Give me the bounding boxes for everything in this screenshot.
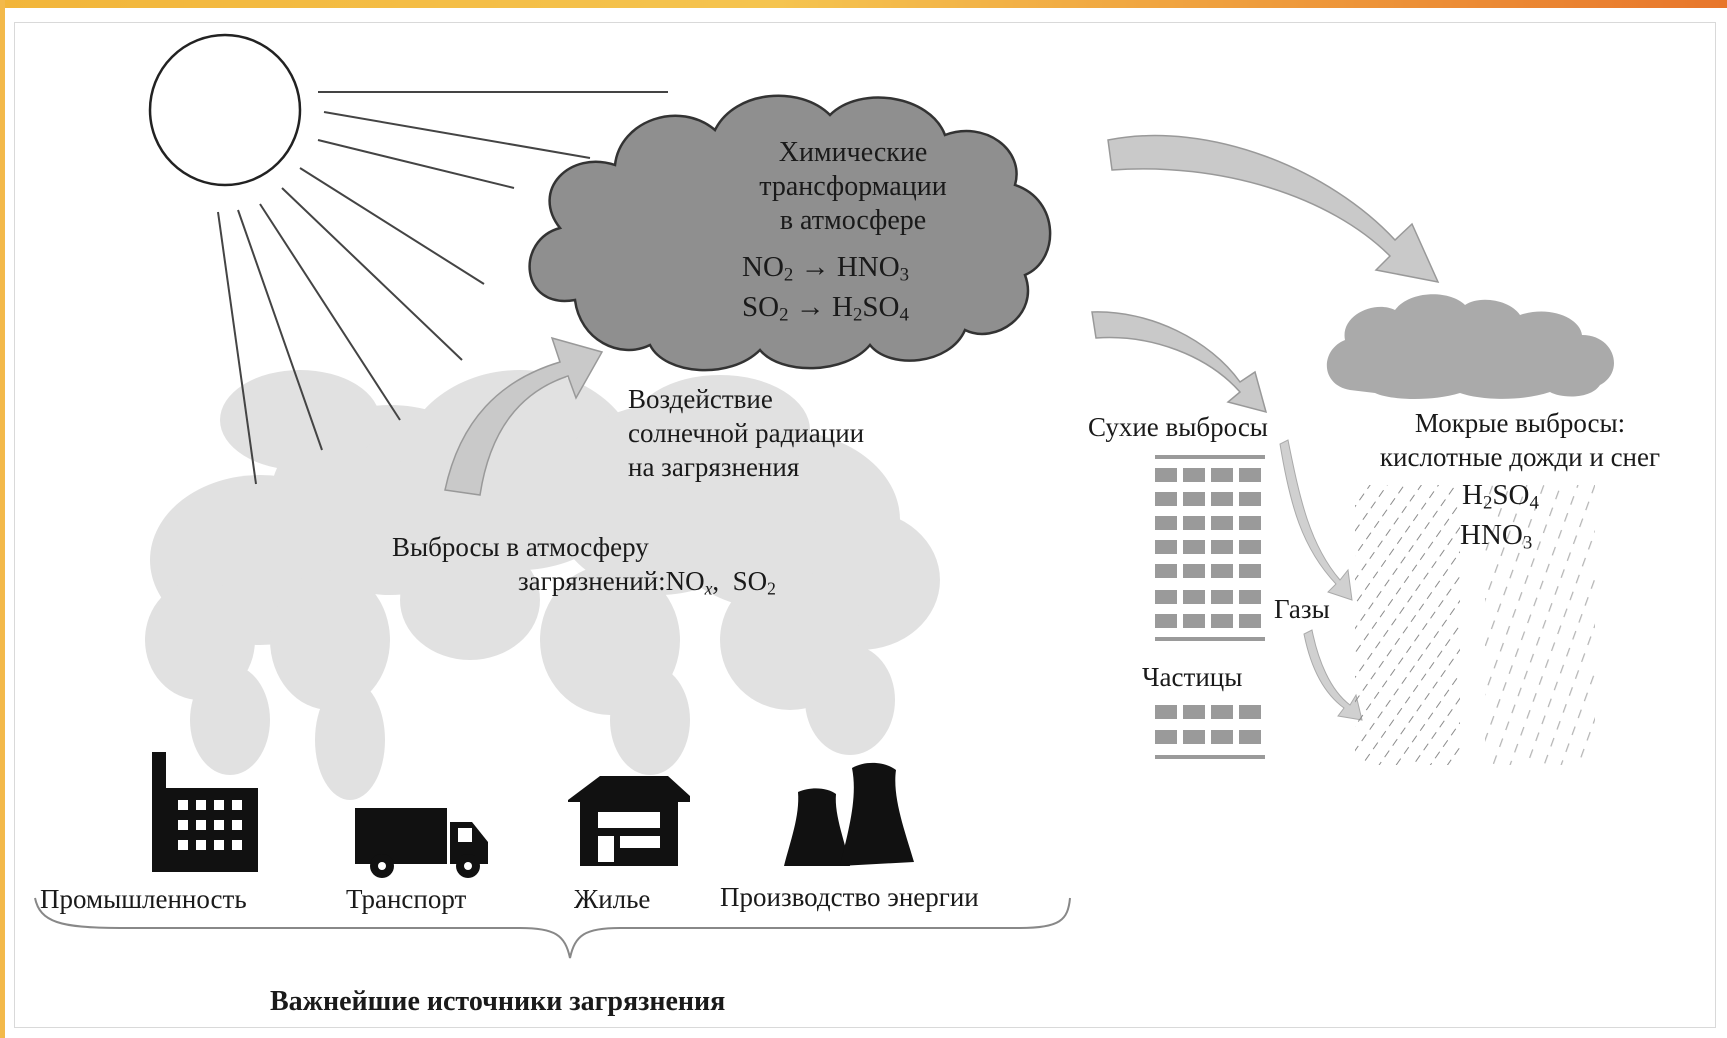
acid1-h: H [1462, 479, 1483, 511]
solar-line1: Воздействие [628, 384, 773, 414]
acid1-so-sub: 4 [1529, 492, 1539, 514]
reaction1-reactant: NO [742, 251, 784, 283]
emissions-nox: NO [665, 566, 705, 596]
reaction1-product-sub: 3 [899, 264, 910, 286]
solar-radiation-label: Воздействие солнечной радиации на загряз… [628, 382, 864, 484]
chemistry-cloud [528, 94, 1052, 372]
particles-label: Частицы [1142, 662, 1243, 692]
acid-rain-hatch [1355, 485, 1460, 765]
figure-border [14, 22, 1716, 1028]
acid1-h-sub: 2 [1482, 492, 1493, 514]
source-label-transport: Транспорт [346, 884, 467, 914]
gases-label: Газы [1274, 594, 1330, 624]
sun-icon [148, 33, 668, 485]
arrow-gases-down [1279, 439, 1363, 721]
acid-snow-hatch [1485, 485, 1595, 765]
emissions-nox-sub: x [704, 578, 713, 599]
source-label-industry: Промышленность [40, 884, 247, 914]
reaction2-product: SO [862, 291, 900, 323]
acid-h2so4: H2SO4 [1462, 478, 1539, 514]
source-label-housing: Жилье [574, 884, 651, 914]
reaction2-arrow: → [795, 291, 825, 323]
emissions-line2: загрязнений:NOx, SO2 [518, 564, 776, 598]
reaction2-product-h: H [832, 291, 853, 323]
emissions-separator: , [712, 566, 720, 596]
acid1-so: SO [1492, 479, 1530, 511]
cloud-title-line2: трансформации [759, 171, 947, 202]
acid-hno3: HNO3 [1460, 518, 1533, 554]
arrow-cloud-to-dry [1091, 311, 1268, 414]
wet-emission-cloud [1326, 294, 1614, 400]
wet-title-line2: кислотные дожди и снег [1379, 442, 1661, 472]
arrow-cloud-to-wet [1107, 134, 1440, 284]
sources-caption: Важнейшие источники загрязнения [270, 986, 726, 1017]
truck-icon [355, 808, 488, 878]
dry-emissions-title: Сухие выбросы [1088, 412, 1268, 442]
acid2-hno: HNO [1460, 519, 1523, 551]
reaction1-arrow: → [800, 251, 830, 283]
source-label-energy: Производство энергии [720, 882, 979, 912]
solar-line2: солнечной радиации [628, 418, 865, 448]
emissions-so2-sub: 2 [767, 578, 776, 599]
smoke-plumes [145, 370, 940, 800]
emissions-line1: Выбросы в атмосферу [392, 532, 649, 562]
arrow-emissions-to-cloud [444, 336, 604, 496]
dry-particles-lower [1155, 705, 1265, 759]
emissions-so2: SO [732, 566, 768, 596]
left-accent-bar [0, 0, 5, 1038]
reaction1-reactant-sub: 2 [783, 264, 794, 286]
reaction2-product-h-sub: 2 [852, 304, 863, 326]
sources-brace [34, 897, 1071, 959]
solar-line3: на загрязнения [628, 452, 800, 482]
reaction1-product: HNO [836, 251, 900, 283]
cloud-title-line1: Химические [778, 137, 928, 168]
cloud-title-line3: в атмосфере [779, 205, 927, 236]
wet-emissions-title: Мокрые выбросы: кислотные дожди и снег [1330, 406, 1710, 474]
dry-particles-upper [1155, 455, 1265, 641]
reaction2-reactant: SO [742, 291, 780, 323]
wet-title-line1: Мокрые выбросы: [1414, 408, 1626, 438]
reaction-no2-hno3: NO2 → HNO3 [742, 250, 910, 286]
reaction2-reactant-sub: 2 [779, 304, 789, 326]
emissions-line2-text: загрязнений: [518, 566, 666, 596]
acid2-sub: 3 [1522, 532, 1533, 554]
reaction-so2-h2so4: SO2 → H2SO4 [742, 290, 909, 326]
factory-icon [152, 752, 258, 872]
top-accent-bar [0, 0, 1727, 8]
house-icon [568, 776, 690, 866]
reaction2-product-sub: 4 [899, 304, 909, 326]
cloud-title: Химические трансформации в атмосфере [718, 136, 988, 238]
cooling-towers-icon [784, 762, 914, 866]
